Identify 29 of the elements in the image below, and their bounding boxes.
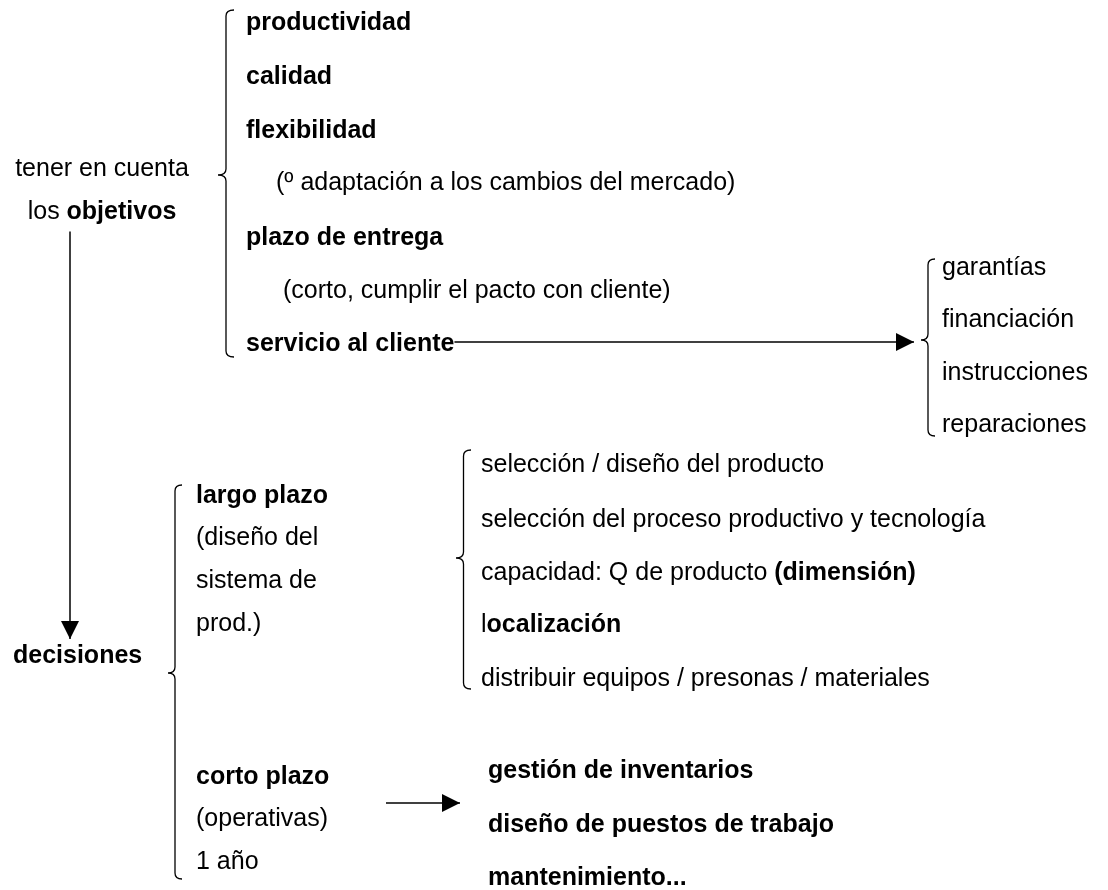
note-text: flexibilidad <box>246 114 377 144</box>
list-item: gestión de inventarios <box>488 754 755 786</box>
note-text: productividad <box>246 6 412 36</box>
note-text: localización <box>481 608 622 638</box>
note-text: (diseño del sistema de prod.) <box>196 520 320 638</box>
note-text: (corto, cumplir el pacto con cliente) <box>283 274 671 304</box>
arrow <box>385 794 461 812</box>
list-item: garantías <box>942 250 1048 282</box>
item-text: servicio al cliente <box>246 327 455 357</box>
list-item: mantenimiento... <box>488 861 688 890</box>
list-item: corto plazo <box>196 759 331 791</box>
list-item: instrucciones <box>942 355 1088 387</box>
list-item: (operativas) <box>196 802 329 834</box>
note-text: capacidad: Q de producto (dimensión) <box>481 556 916 586</box>
note-text: distribuir equipos / presonas / materiales <box>481 662 930 692</box>
note-text: calidad <box>246 60 333 90</box>
concept-text: decisiones <box>13 639 143 669</box>
list-item: reparaciones <box>942 408 1088 440</box>
list-item: 1 año <box>196 844 260 876</box>
arrow <box>453 333 915 351</box>
note-text: (º adaptación a los cambios del mercado) <box>276 166 736 196</box>
note-text: plazo de entrega <box>246 221 444 251</box>
list-item: financiación <box>942 303 1076 335</box>
note-text: selección / diseño del producto <box>481 448 825 478</box>
concept-text: tener en cuenta los objetivos <box>2 145 202 232</box>
note-text: largo plazo <box>196 479 328 509</box>
list-item: diseño de puestos de trabajo <box>488 807 834 839</box>
arrow <box>61 230 79 640</box>
note-text: selección del proceso productivo y tecnología <box>481 503 986 533</box>
